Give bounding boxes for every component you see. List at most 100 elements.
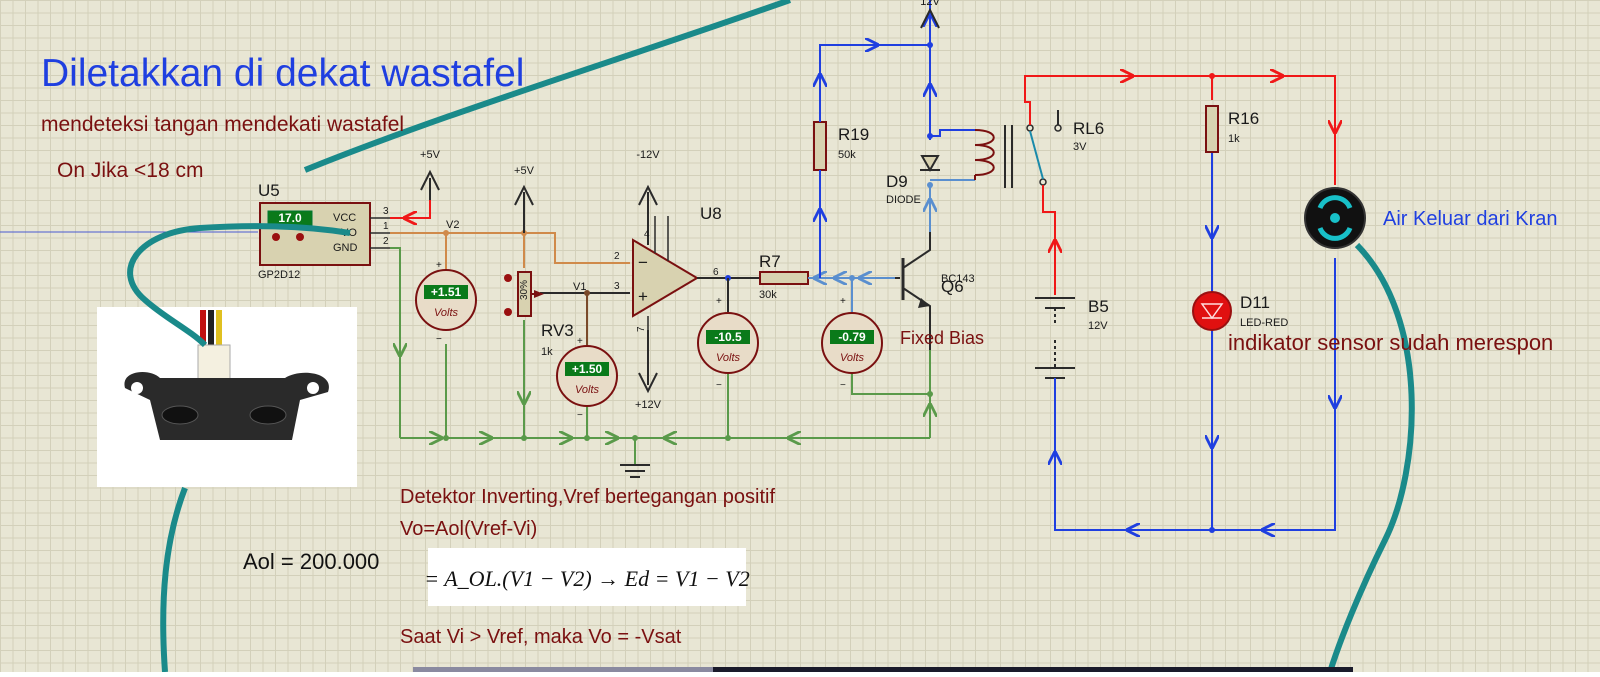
u8-pin4: 4 [644, 229, 650, 240]
voltmeter-4-unit: Volts [840, 352, 865, 364]
voltmeter-1[interactable]: + − [415, 260, 477, 345]
svg-text:+: + [577, 336, 583, 347]
u5-pin-gnd: GND [333, 242, 358, 254]
u5-part: GP2D12 [258, 269, 300, 281]
subtitle-annotation: mendeteksi tangan mendekati wastafel [41, 113, 404, 136]
condition-annotation: Saat Vi > Vref, maka Vo = -Vsat [400, 626, 682, 648]
freehand-strokes [127, 0, 1415, 673]
voltmeter-2-unit: Volts [575, 384, 600, 396]
supply-net-red [1024, 73, 1335, 295]
rv3-percent: 30% [519, 280, 530, 300]
sensor-display: 17.0 [278, 211, 302, 225]
u8-pin2: 2 [614, 251, 620, 262]
u5-pin1: 1 [383, 221, 389, 232]
bottom-edge-bar [413, 667, 1353, 672]
return-net-blue [1055, 152, 1335, 533]
power-5v-label-1: +5V [420, 149, 441, 161]
svg-text:+: + [638, 287, 648, 306]
signal-net-v1 [540, 290, 630, 345]
u5-pin3: 3 [383, 206, 389, 217]
d11-part: LED-RED [1240, 317, 1288, 329]
u5-pin2: 2 [383, 236, 389, 247]
resistor-r16[interactable] [1205, 105, 1219, 153]
base-net [808, 275, 900, 312]
r16-ref: R16 [1228, 109, 1259, 128]
svg-text:−: − [436, 334, 442, 345]
resistor-r19[interactable] [813, 110, 827, 188]
svg-text:−: − [716, 380, 722, 391]
power-12v-top-label: 12V [920, 0, 940, 8]
voltmeter-2-value: +1.50 [572, 362, 603, 376]
formula-annotation: Vo=Aol(Vref-Vi) [400, 518, 537, 540]
power-minus12v-label: -12V [636, 149, 660, 161]
transistor-q6[interactable] [895, 232, 931, 350]
voltmeter-1-value: +1.51 [431, 285, 462, 299]
rl6-ref: RL6 [1073, 119, 1104, 138]
q6-ref: Q6 [941, 277, 964, 296]
r7-ref: R7 [759, 252, 781, 271]
svg-text:+: + [716, 296, 722, 307]
power-minus12v [638, 184, 658, 245]
voltmeter-3-value: -10.5 [714, 330, 742, 344]
u8-pin3: 3 [614, 281, 620, 292]
u8-pin7: 7 [636, 326, 647, 332]
svg-text:+: + [436, 260, 442, 271]
rl6-value: 3V [1073, 141, 1087, 153]
r19-value: 50k [838, 149, 856, 161]
voltmeter-1-unit: Volts [434, 307, 459, 319]
detector-annotation: Detektor Inverting,Vref bertegangan posi… [400, 486, 775, 508]
voltmeter-2[interactable]: + − [556, 336, 618, 421]
power-5v-1 [420, 169, 440, 200]
voltmeter-4-value: -0.79 [838, 330, 866, 344]
equation-text: = A_OL.(V1 − V2) → Ed = V1 − V2 [424, 566, 749, 591]
collector-net [820, 0, 975, 278]
d11-ref: D11 [1240, 293, 1270, 312]
voltmeter-4[interactable]: + − [821, 296, 883, 391]
resistor-r7[interactable] [759, 271, 809, 285]
r19-ref: R19 [838, 125, 869, 144]
sensor-photo [97, 307, 357, 487]
relay-rl6[interactable] [974, 110, 1062, 188]
title-annotation: Diletakkan di dekat wastafel [41, 52, 524, 95]
voltmeter-3[interactable]: + − [697, 296, 759, 391]
d9-part: DIODE [886, 194, 921, 206]
opamp-u8[interactable]: − + [632, 216, 699, 330]
u8-ref: U8 [700, 204, 722, 223]
equation-box [428, 548, 746, 606]
battery-b5[interactable] [1035, 297, 1075, 379]
diode-d9[interactable] [920, 155, 940, 173]
power-5v-label-2: +5V [514, 165, 535, 177]
u5-ref: U5 [258, 181, 280, 200]
power-12v-top [920, 7, 940, 29]
net-v1-label: V1 [573, 281, 586, 293]
svg-text:−: − [577, 410, 583, 421]
power-plus12v-label: +12V [635, 399, 662, 411]
fixed-bias-label: Fixed Bias [900, 328, 984, 348]
svg-text:−: − [638, 253, 648, 272]
net-v2-label: V2 [446, 219, 459, 231]
sensor-gp2d12[interactable] [259, 202, 390, 266]
potentiometer-rv3[interactable] [504, 271, 544, 317]
b5-value: 12V [1088, 320, 1108, 332]
power-5v-2 [514, 184, 534, 233]
b5-ref: B5 [1088, 297, 1109, 316]
threshold-annotation: On Jika <18 cm [57, 159, 203, 182]
u8-pin6: 6 [713, 267, 719, 278]
voltmeter-3-unit: Volts [716, 352, 741, 364]
q6-part-label: BC143 [941, 273, 975, 285]
d9-ref: D9 [886, 172, 908, 191]
water-out-annotation: Air Keluar dari Kran [1383, 208, 1558, 230]
led-d11[interactable] [1192, 291, 1232, 331]
aol-annotation: Aol = 200.000 [243, 549, 379, 574]
rv3-ref: RV3 [541, 321, 574, 340]
indicator-annotation: indikator sensor sudah merespon [1228, 330, 1553, 355]
svg-text:+: + [840, 296, 846, 307]
u5-pin-vcc: VCC [333, 212, 356, 224]
r7-value: 30k [759, 289, 777, 301]
svg-text:−: − [840, 380, 846, 391]
rv3-value: 1k [541, 346, 553, 358]
vcc-wire [390, 200, 431, 219]
pump-motor[interactable] [1304, 187, 1366, 249]
